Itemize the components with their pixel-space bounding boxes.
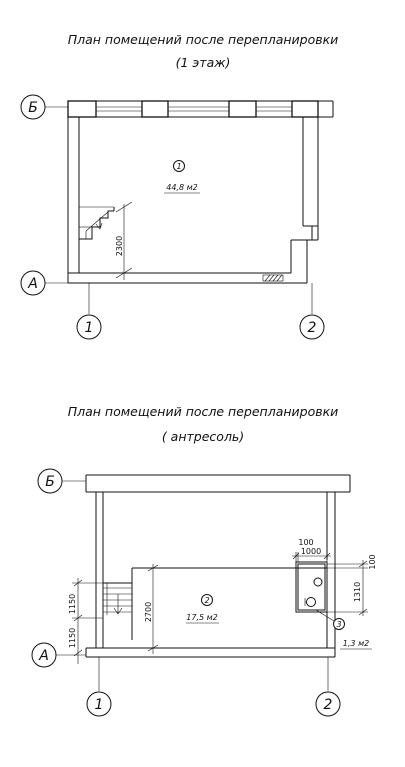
plan-ground-floor: План помещений после перепланировки (1 э… [20, 32, 339, 340]
plan2-room-area: 17,5 м2 [186, 613, 217, 622]
plan1-bottom-wall [67, 272, 308, 284]
plan2-title-line2: ( антресоль) [162, 429, 244, 444]
plan1-room-area: 44,8 м2 [166, 183, 197, 192]
axis-bubble-1-plan2 [86, 691, 112, 717]
plan2-bottom-wall [85, 647, 336, 658]
axis-label-2-plan2: 2 [324, 697, 333, 713]
plan2-small-room-marker [333, 618, 345, 630]
axis-label-1-plan2: 1 [95, 697, 104, 713]
axis-bubble-1-plan1 [76, 314, 102, 340]
plan1-title-line1: План помещений после перепланировки [68, 32, 339, 47]
plan2-dimension-stair: 1150 1150 [68, 578, 132, 664]
plan2-small-room [295, 561, 328, 613]
plan2-dim-100-top: 100 [298, 538, 313, 547]
plan-mezzanine: План помещений после перепланировки ( ан… [31, 404, 377, 717]
axis-label-b-plan1: Б [28, 100, 38, 116]
plan2-room-number: 2 [204, 596, 209, 605]
plan2-dimension-top: 100 1000 [292, 538, 331, 562]
plan1-dim-2300: 2300 [115, 236, 124, 256]
plan1-dimension-stair: 2300 [115, 201, 133, 280]
plan1-top-wall [67, 100, 334, 118]
plan1-door-hatch [262, 274, 284, 282]
plan2-stair [103, 582, 132, 615]
plan2-dim-1000: 1000 [301, 547, 321, 556]
plan2-small-room-number: 3 [336, 620, 341, 629]
plan1-room-marker [173, 160, 185, 172]
plan2-dimension-height: 2700 [144, 564, 159, 654]
axis-bubble-2-plan2 [315, 691, 341, 717]
plan1-stair [79, 206, 115, 240]
plan2-dimension-right: 100 1310 [327, 554, 377, 616]
plan1-room-number: 1 [176, 162, 181, 171]
axis-label-a-plan1: А [27, 276, 38, 292]
sink-icon [313, 577, 323, 587]
axis-label-b-plan2: Б [45, 474, 55, 490]
plan2-room-marker [201, 594, 213, 606]
plan2-top-wall [85, 474, 351, 493]
plan2-dim-100-right: 100 [368, 554, 377, 569]
plan2-dim-1150-lower: 1150 [68, 628, 77, 648]
axis-label-1-plan1: 1 [85, 320, 94, 336]
plan1-title-line2: (1 этаж) [176, 55, 231, 70]
axis-label-2-plan1: 2 [308, 320, 317, 336]
axis-bubble-2-plan1 [299, 314, 325, 340]
plan2-small-room-area: 1,3 м2 [343, 639, 369, 648]
plan2-dim-2700: 2700 [144, 602, 153, 622]
axis-label-a-plan2: А [38, 648, 49, 664]
plan1-right-wall [290, 117, 319, 273]
toilet-icon [306, 597, 316, 607]
plan2-dim-1150-upper: 1150 [68, 594, 77, 614]
plan2-dim-1310: 1310 [353, 582, 362, 602]
plan2-title-line1: План помещений после перепланировки [68, 404, 339, 419]
